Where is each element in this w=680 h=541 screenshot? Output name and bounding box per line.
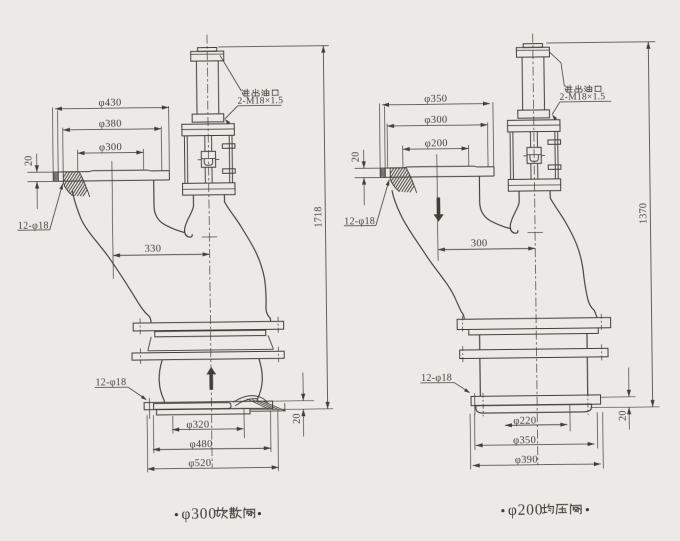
svg-text:φ220: φ220 — [513, 415, 536, 426]
svg-text:300: 300 — [471, 238, 488, 249]
svg-text:φ350: φ350 — [424, 94, 447, 105]
svg-text:φ480: φ480 — [190, 439, 213, 450]
svg-text:12-φ18: 12-φ18 — [95, 377, 126, 388]
svg-text:20: 20 — [351, 151, 362, 162]
svg-text:φ300: φ300 — [181, 506, 217, 523]
svg-text:φ380: φ380 — [99, 119, 122, 130]
svg-text:330: 330 — [145, 244, 162, 255]
svg-text:2-M18×1.5: 2-M18×1.5 — [237, 96, 283, 107]
svg-text:φ430: φ430 — [98, 98, 121, 109]
svg-text:1718: 1718 — [313, 206, 324, 227]
svg-text:2-M18×1.5: 2-M18×1.5 — [560, 92, 606, 103]
svg-text:φ300: φ300 — [424, 115, 447, 126]
svg-text:12-φ18: 12-φ18 — [18, 220, 49, 231]
svg-text:12-φ18: 12-φ18 — [421, 372, 452, 383]
svg-text:φ200: φ200 — [508, 502, 544, 519]
svg-text:20: 20 — [618, 410, 629, 421]
svg-text:φ350: φ350 — [513, 435, 536, 446]
svg-text:20: 20 — [24, 155, 35, 166]
svg-text:φ200: φ200 — [425, 138, 448, 149]
svg-text:φ320: φ320 — [186, 420, 209, 431]
svg-text:φ390: φ390 — [515, 455, 538, 466]
svg-text:1370: 1370 — [638, 203, 649, 224]
svg-text:20: 20 — [292, 413, 303, 424]
svg-text:12-φ18: 12-φ18 — [344, 216, 375, 227]
svg-text:φ520: φ520 — [188, 458, 211, 469]
svg-text:φ300: φ300 — [99, 142, 122, 153]
